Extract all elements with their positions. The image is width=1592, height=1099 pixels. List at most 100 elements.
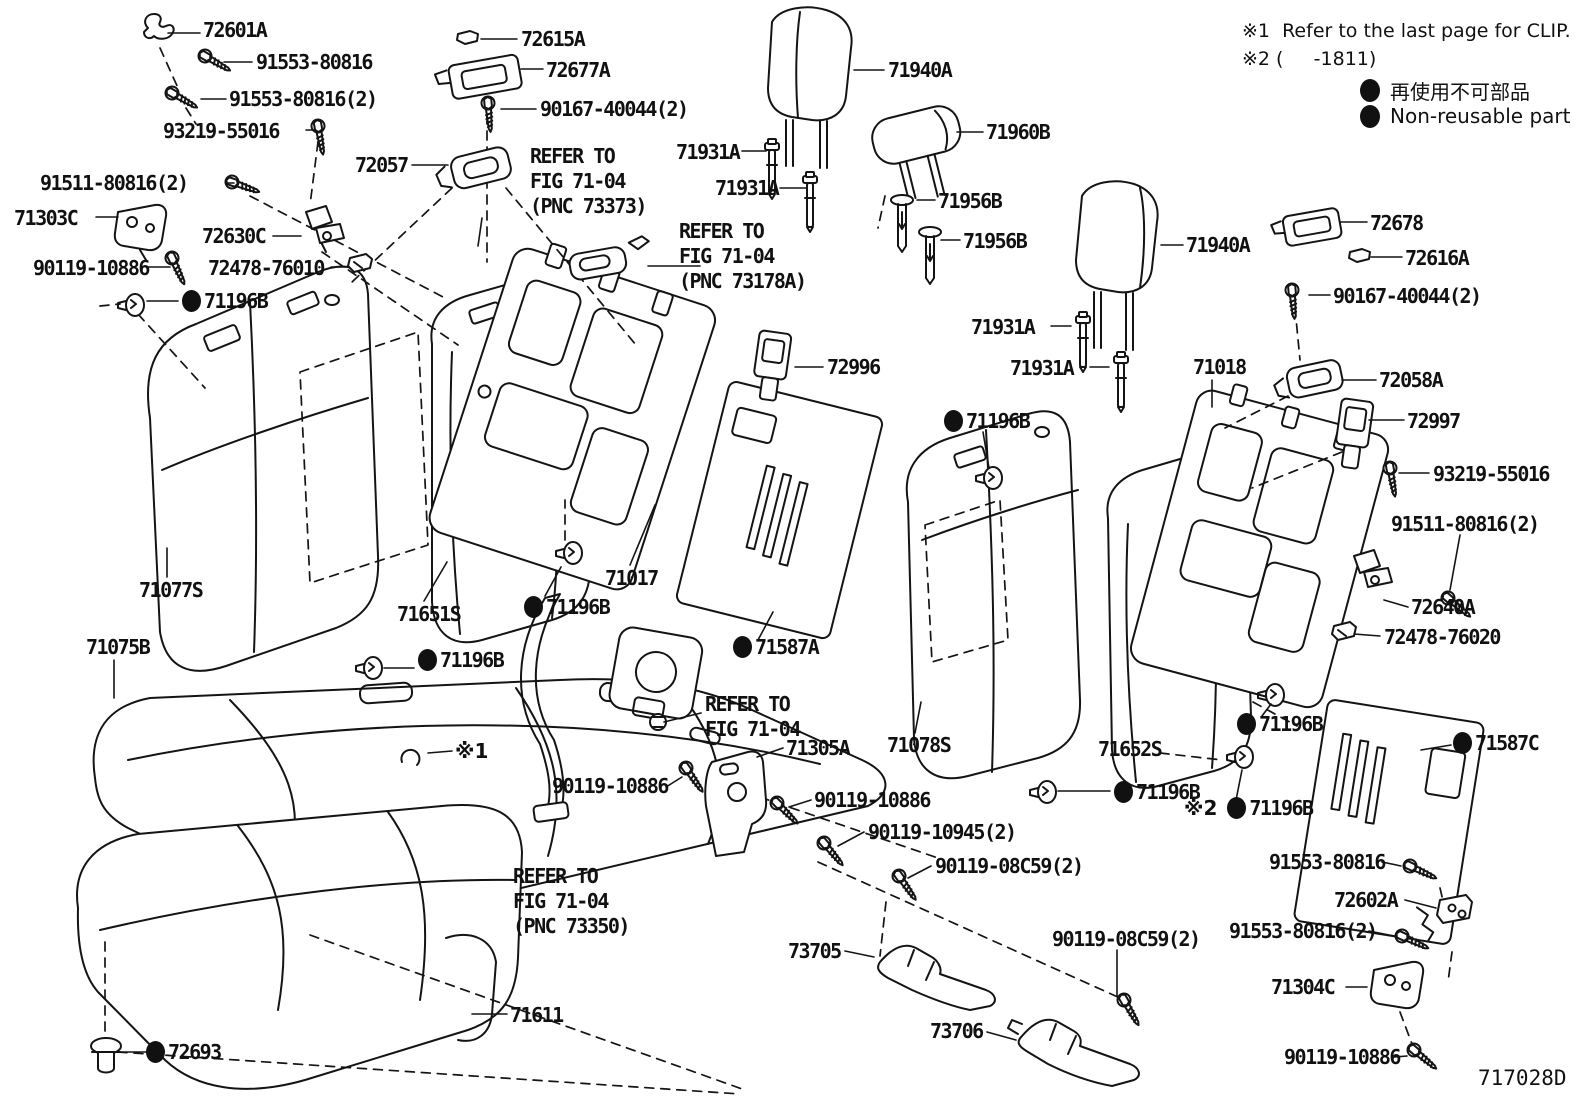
part-label-71956b: 71956B (938, 189, 1003, 214)
part-number-text: 72693 (168, 1040, 222, 1064)
part-label-91553-80816-2: 91553-80816(2) (1229, 919, 1378, 944)
part-number-text: 71196B (440, 648, 505, 672)
part-seat-cushion-pad-71611 (77, 805, 522, 1089)
part-number-text: 71931A (971, 315, 1036, 339)
part-number-text: 72478-76010 (208, 256, 325, 280)
part-seat-belt (521, 594, 704, 822)
note-date-range: ※2 ( -1811) (1242, 48, 1377, 70)
part-label-71077s: 71077S (139, 578, 204, 603)
part-number-text: 71587C (1475, 731, 1540, 755)
part-label-71931a: 71931A (676, 140, 741, 165)
part-label-72478-76020: 72478-76020 (1384, 625, 1501, 650)
part-label-71196b: 71196B (1237, 712, 1324, 737)
part-label-71017: 71017 (605, 566, 659, 591)
part-label-90167-40044-2: 90167-40044(2) (1333, 284, 1482, 309)
part-number-text: 90119-08C59(2) (1052, 927, 1201, 951)
part-number-text: 71652S (1098, 737, 1163, 761)
part-number-text: 93219-55016 (163, 119, 280, 143)
part-number-text: 90167-40044(2) (540, 97, 689, 121)
part-seatback-cover-left-71077s (148, 267, 378, 671)
part-label-93219-55016: 93219-55016 (1433, 462, 1550, 487)
part-label-71587c: 71587C (1453, 731, 1540, 756)
part-number-text: 71611 (510, 1003, 564, 1027)
part-label-71304c: 71304C (1271, 975, 1336, 1000)
part-label-91511-80816-2: 91511-80816(2) (40, 171, 189, 196)
part-label-73706: 73706 (930, 1019, 984, 1044)
non-reusable-dot-icon (1360, 104, 1380, 128)
part-number-text: 90119-10886 (814, 788, 931, 812)
part-label-91553-80816-2: 91553-80816(2) (229, 87, 378, 112)
reference-mark: ※1 (455, 739, 489, 763)
part-number-text: 71196B (966, 409, 1031, 433)
part-bezel-72678 (1270, 207, 1342, 248)
part-label-71940a: 71940A (888, 58, 953, 83)
part-number-text: 72058A (1379, 368, 1444, 392)
part-number-text: 90167-40044(2) (1333, 284, 1482, 308)
part-bracket-73706 (1008, 1020, 1139, 1086)
part-number-text: 93219-55016 (1433, 462, 1550, 486)
part-number-text: 90119-10886 (1284, 1045, 1401, 1069)
non-reusable-dot-icon (1114, 781, 1133, 803)
part-number-text: REFER TO FIG 71-04 (705, 692, 801, 741)
part-hinge-71303c (115, 205, 166, 260)
part-number-text: 72057 (355, 153, 409, 177)
part-plate-72602a (1437, 895, 1472, 923)
part-number-text: 91511-80816(2) (1391, 512, 1540, 536)
part-number-text: 71651S (397, 602, 462, 626)
part-label-72630c: 72630C (202, 224, 267, 249)
non-reusable-dot-icon (944, 410, 963, 432)
part-back-panel-71587c (1293, 699, 1484, 945)
part-label-72601a: 72601A (203, 18, 268, 43)
part-label-90119-10886: 90119-10886 (1284, 1045, 1401, 1070)
part-back-panel-71587a (675, 380, 883, 639)
non-reusable-dot-icon (182, 290, 201, 312)
part-label-72616a: 72616A (1405, 246, 1470, 271)
part-number-text: 72640A (1411, 595, 1476, 619)
part-clip-note1 (401, 750, 419, 765)
diagram-code: 717028D (1478, 1066, 1567, 1090)
part-number-text: 71931A (1010, 356, 1075, 380)
part-number-text: REFER TO FIG 71-04 (PNC 73178A) (679, 219, 807, 293)
part-number-text: 91553-80816(2) (229, 87, 378, 111)
part-number-text: 71940A (888, 58, 953, 82)
part-number-text: 72615A (521, 27, 586, 51)
part-clip-72615a (457, 31, 478, 44)
part-label-71196b: 71196B (524, 595, 611, 620)
part-label-90119-10886: 90119-10886 (33, 256, 150, 281)
legend-jp-text: 再使用不可部品 (1390, 80, 1530, 104)
non-reusable-dot-icon (733, 636, 752, 658)
part-number-text: 72997 (1407, 409, 1461, 433)
legend-non-reusable-jp: 再使用不可部品 (1360, 76, 1530, 105)
non-reusable-dot-icon (1453, 732, 1472, 754)
part-label-72602a: 72602A (1334, 888, 1399, 913)
note-clip-reference: ※1 Refer to the last page for CLIP. (1242, 20, 1571, 42)
part-label-71652s: 71652S (1098, 737, 1163, 762)
part-number-text: 72478-76020 (1384, 625, 1501, 649)
part-number-text: 71956B (938, 189, 1003, 213)
part-label-72058a: 72058A (1379, 368, 1444, 393)
part-number-text: 71303C (14, 206, 79, 230)
part-lock-72997 (1333, 398, 1374, 470)
part-number-text: 72677A (546, 58, 611, 82)
part-number-text: 73706 (930, 1019, 984, 1043)
part-label-72640a: 72640A (1411, 595, 1476, 620)
part-label-93219-55016: 93219-55016 (163, 119, 280, 144)
reference-mark: ※2 (1184, 796, 1225, 820)
leader-lines (96, 33, 1460, 1057)
part-label-71018: 71018 (1193, 355, 1247, 380)
part-number-text: 71931A (715, 176, 780, 200)
part-label-71931a: 71931A (715, 176, 780, 201)
part-clip-72616a (1349, 249, 1370, 262)
part-label-71956b: 71956B (963, 229, 1028, 254)
part-striker-72057 (433, 145, 513, 194)
part-number-text: 71077S (139, 578, 204, 602)
part-label-72615a: 72615A (521, 27, 586, 52)
part-label-72677a: 72677A (546, 58, 611, 83)
part-label-71303c: 71303C (14, 206, 79, 231)
part-number-text: 91553-80816(2) (1229, 919, 1378, 943)
part-label-71196b: 71196B (944, 409, 1031, 434)
part-label-72678: 72678 (1370, 211, 1424, 236)
part-number-text: 71956B (963, 229, 1028, 253)
